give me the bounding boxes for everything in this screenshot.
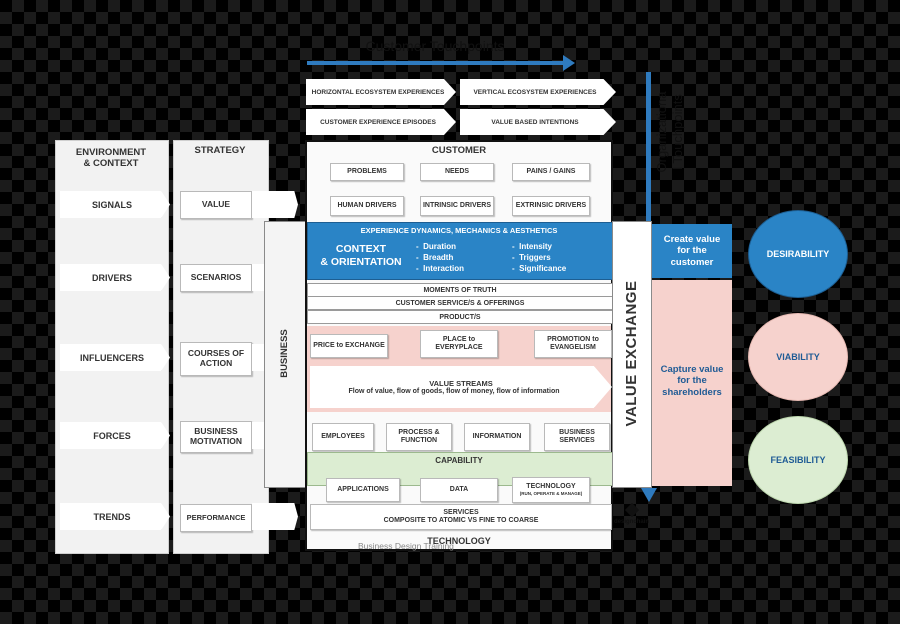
strategy-performance: PERFORMANCE xyxy=(180,504,252,532)
create-value-panel xyxy=(652,224,732,278)
strip-customer-services: CUSTOMER SERVICE/S & OFFERINGS xyxy=(307,296,613,310)
technology-footer: TECHNOLOGY xyxy=(427,535,491,546)
organizational-arrow-head xyxy=(641,488,657,502)
chevron-customer-experience-episodes: CUSTOMER EXPERIENCE EPISODES xyxy=(306,109,456,135)
watermark-text: Business Design Training xyxy=(358,541,454,551)
desirability-circle: DESIRABILITY xyxy=(748,210,848,298)
strategy-header: STRATEGY xyxy=(194,145,246,157)
create-value-text: Create value for the customer xyxy=(663,233,721,268)
connector-arrow-1 xyxy=(252,191,298,218)
strategy-value: VALUE xyxy=(180,191,252,219)
capture-value-text: Capture value for the shareholders xyxy=(660,363,724,398)
employees: EMPLOYEES xyxy=(312,423,374,451)
customer-intrinsic-drivers: INTRINSIC DRIVERS xyxy=(420,196,494,216)
touchpoints-arrow-line xyxy=(307,61,565,65)
env-signals: SIGNALS xyxy=(60,191,170,218)
customer-pains-gains: PAINS / GAINS xyxy=(512,163,590,181)
env-influencers: INFLUENCERS xyxy=(60,344,170,371)
applications: APPLICATIONS xyxy=(326,478,400,502)
connector-arrow-5 xyxy=(252,503,298,530)
customer-header: CUSTOMER xyxy=(431,145,487,157)
information: INFORMATION xyxy=(464,423,530,451)
strip-products: PRODUCT/S xyxy=(307,310,613,324)
experience-title: EXPERIENCE DYNAMICS, MECHANICS & AESTHET… xyxy=(360,225,558,235)
technology-item: TECHNOLOGY (RUN, OPERATE & MANAGE) xyxy=(512,477,590,503)
chevron-vertical-ecosystem: VERTICAL ECOSYSTEM EXPERIENCES xyxy=(460,79,616,105)
context-orientation-label: CONTEXT & ORIENTATION xyxy=(320,243,402,268)
strip-moments-of-truth: MOMENTS OF TRUTH xyxy=(307,283,613,297)
experience-col-2: - Intensity - Triggers - Significance xyxy=(512,242,567,273)
designchain-logo-icon xyxy=(624,502,640,518)
capability-label: CAPABILITY xyxy=(435,456,483,466)
value-streams-arrow: VALUE STREAMS Flow of value, flow of goo… xyxy=(310,366,612,408)
viability-circle: VIABILITY xyxy=(748,313,848,401)
organizational-line-2: l Touchpoints xyxy=(670,94,686,170)
env-forces: FORCES xyxy=(60,422,170,449)
environment-context-header: ENVIRONMENT & CONTEXT xyxy=(75,146,147,169)
experience-band xyxy=(307,222,613,280)
feasibility-circle: FEASIBILITY xyxy=(748,416,848,504)
customer-human-drivers: HUMAN DRIVERS xyxy=(330,196,404,216)
customer-problems: PROBLEMS xyxy=(330,163,404,181)
env-drivers: DRIVERS xyxy=(60,264,170,291)
price-to-exchange: PRICE to EXCHANGE xyxy=(310,334,388,358)
data: DATA xyxy=(420,478,498,502)
customer-touchpoints-title: Customer Touchpoints xyxy=(365,37,505,54)
designchain-logo-text: designchain xyxy=(614,519,650,525)
env-trends: TRENDS xyxy=(60,503,170,530)
customer-needs: NEEDS xyxy=(420,163,494,181)
chevron-value-based-intentions: VALUE BASED INTENTIONS xyxy=(460,109,616,135)
organizational-line-1: Organizationa xyxy=(654,91,669,173)
organizational-touchpoints-label: Organizationa l Touchpoints xyxy=(654,72,698,192)
experience-col-1: - Duration - Breadth - Interaction xyxy=(416,242,465,273)
customer-extrinsic-drivers: EXTRINSIC DRIVERS xyxy=(512,196,590,216)
chevron-horizontal-ecosystem: HORIZONTAL ECOSYSTEM EXPERIENCES xyxy=(306,79,456,105)
services-box: SERVICES COMPOSITE TO ATOMIC VS FINE TO … xyxy=(310,504,612,530)
value-exchange-label: VALUE EXCHANGE xyxy=(622,280,640,427)
capture-value-panel xyxy=(652,280,732,486)
touchpoints-arrow-head xyxy=(563,55,575,71)
process-function: PROCESS &FUNCTION xyxy=(386,423,452,451)
value-exchange-panel xyxy=(612,221,652,488)
strategy-scenarios: SCENARIOS xyxy=(180,264,252,292)
business-label: BUSINESS xyxy=(278,329,290,378)
